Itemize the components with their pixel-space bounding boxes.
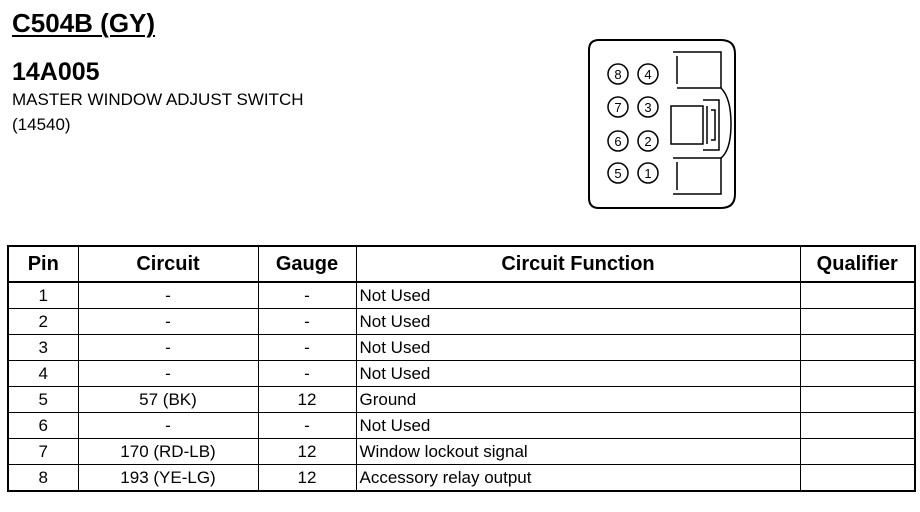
pin-cavity-4: 4	[637, 63, 659, 85]
circuit-cell: -	[77, 360, 259, 387]
qualifier-cell	[799, 308, 916, 335]
circuit-cell: 193 (YE-LG)	[77, 464, 259, 492]
component-name: MASTER WINDOW ADJUST SWITCH	[12, 90, 304, 109]
pin-cavity-7: 7	[607, 96, 629, 118]
pinout-table: Pin Circuit Gauge Circuit Function Quali…	[7, 245, 916, 492]
pin-cavity-3: 3	[637, 96, 659, 118]
column-header-gauge: Gauge	[257, 245, 357, 283]
pin-cell: 7	[7, 438, 79, 465]
gauge-cell: 12	[257, 464, 357, 492]
function-cell: Window lockout signal	[355, 438, 801, 465]
component-reference: (14540)	[12, 115, 71, 134]
qualifier-cell	[799, 438, 916, 465]
pin-cavity-label: 2	[644, 134, 651, 149]
gauge-cell: 12	[257, 438, 357, 465]
pin-cavity-label: 7	[614, 100, 621, 115]
gauge-cell: -	[257, 281, 357, 309]
function-cell: Not Used	[355, 360, 801, 387]
pin-cavity-5: 5	[607, 162, 629, 184]
circuit-cell: -	[77, 334, 259, 361]
pin-cell: 1	[7, 281, 79, 309]
function-cell: Not Used	[355, 308, 801, 335]
table-row: 8 193 (YE-LG) 12 Accessory relay output	[7, 464, 916, 492]
connector-id-heading: C504B (GY)	[12, 8, 156, 38]
qualifier-cell	[799, 386, 916, 413]
pin-cavity-6: 6	[607, 130, 629, 152]
pin-cell: 4	[7, 360, 79, 387]
column-header-circuit-function: Circuit Function	[355, 245, 801, 283]
gauge-cell: -	[257, 334, 357, 361]
table-row: 4 - - Not Used	[7, 360, 916, 387]
column-header-circuit: Circuit	[77, 245, 259, 283]
pin-cavities: 8 4 7 3 6 2 5 1	[607, 63, 659, 184]
qualifier-cell	[799, 360, 916, 387]
gauge-cell: 12	[257, 386, 357, 413]
pin-cell: 5	[7, 386, 79, 413]
pin-cell: 8	[7, 464, 79, 492]
table-row: 2 - - Not Used	[7, 308, 916, 335]
qualifier-cell	[799, 412, 916, 439]
function-cell: Not Used	[355, 281, 801, 309]
pin-cavity-8: 8	[607, 63, 629, 85]
pin-cavity-1: 1	[637, 162, 659, 184]
circuit-cell: -	[77, 308, 259, 335]
connector-housing	[588, 39, 736, 209]
qualifier-cell	[799, 464, 916, 492]
function-cell: Not Used	[355, 412, 801, 439]
function-cell: Accessory relay output	[355, 464, 801, 492]
table-row: 5 57 (BK) 12 Ground	[7, 386, 916, 413]
function-cell: Not Used	[355, 334, 801, 361]
table-row: 1 - - Not Used	[7, 281, 916, 309]
table-row: 3 - - Not Used	[7, 334, 916, 361]
circuit-cell: -	[77, 281, 259, 309]
pin-cavity-label: 3	[644, 100, 651, 115]
circuit-cell: 57 (BK)	[77, 386, 259, 413]
circuit-cell: 170 (RD-LB)	[77, 438, 259, 465]
pin-cell: 6	[7, 412, 79, 439]
column-header-pin: Pin	[7, 245, 79, 283]
function-cell: Ground	[355, 386, 801, 413]
pin-cavity-2: 2	[637, 130, 659, 152]
column-header-qualifier: Qualifier	[799, 245, 916, 283]
pin-cavity-label: 4	[644, 67, 651, 82]
pin-cavity-label: 6	[614, 134, 621, 149]
table-header-row: Pin Circuit Gauge Circuit Function Quali…	[7, 245, 916, 283]
pin-cavity-label: 8	[614, 67, 621, 82]
part-number-heading: 14A005	[12, 58, 100, 86]
pin-cell: 3	[7, 334, 79, 361]
pin-cavity-label: 1	[644, 166, 651, 181]
pin-cell: 2	[7, 308, 79, 335]
circuit-cell: -	[77, 412, 259, 439]
gauge-cell: -	[257, 360, 357, 387]
pin-cavity-label: 5	[614, 166, 621, 181]
table-row: 6 - - Not Used	[7, 412, 916, 439]
connector-face-diagram: 8 4 7 3 6 2 5 1	[588, 39, 736, 209]
gauge-cell: -	[257, 412, 357, 439]
gauge-cell: -	[257, 308, 357, 335]
table-row: 7 170 (RD-LB) 12 Window lockout signal	[7, 438, 916, 465]
qualifier-cell	[799, 281, 916, 309]
connector-latch	[670, 51, 732, 195]
qualifier-cell	[799, 334, 916, 361]
